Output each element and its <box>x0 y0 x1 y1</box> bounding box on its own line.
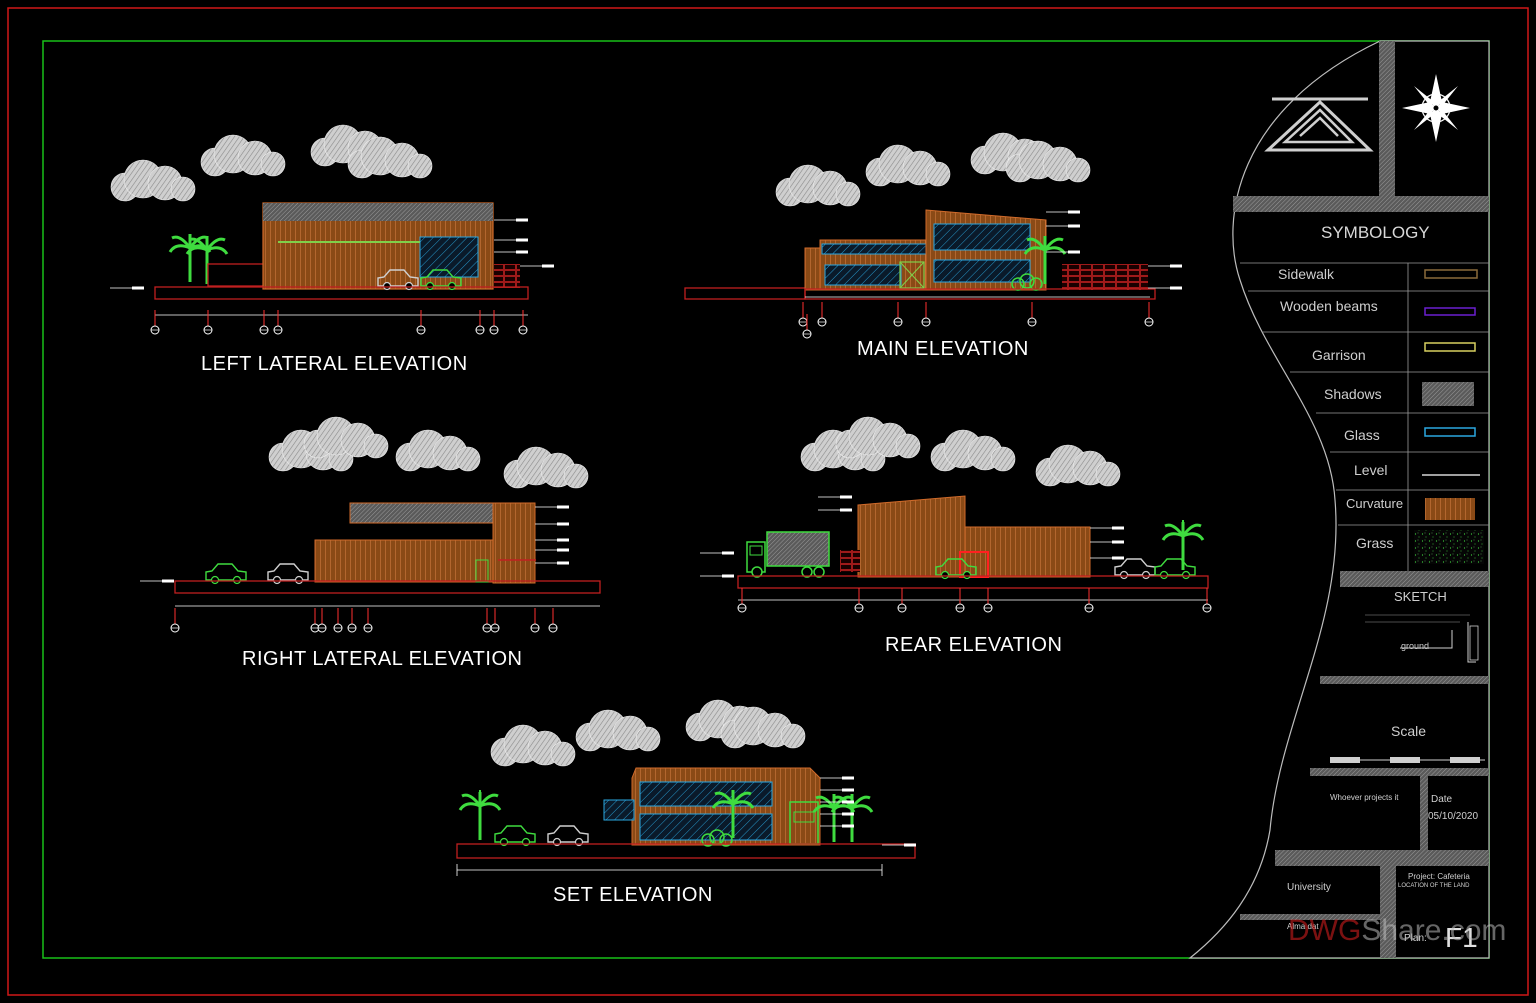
location-label: LOCATION OF THE LAND <box>1398 883 1470 889</box>
garrison-swatch <box>1424 342 1476 352</box>
symbology-label-garrison: Garrison <box>1312 347 1366 363</box>
logo-icon <box>1264 97 1374 152</box>
project-label: Project: Cafeteria <box>1408 872 1470 881</box>
date-label: Date <box>1431 794 1453 805</box>
right-lateral-elevation-title: RIGHT LATERAL ELEVATION <box>242 648 523 670</box>
watermark-part-a: DWG <box>1288 914 1362 947</box>
symbology-label-shadows: Shadows <box>1324 386 1382 402</box>
left-lateral-elevation-title: LEFT LATERAL ELEVATION <box>201 353 468 375</box>
university-label: University <box>1287 882 1331 893</box>
symbology-label-wooden-beams: Wooden beams <box>1280 298 1378 314</box>
watermark-part-b: Share.com <box>1361 914 1507 947</box>
scale-heading: Scale <box>1391 723 1427 739</box>
date-value: 05/10/2020 <box>1428 811 1479 822</box>
left-lateral-elevation-drawing <box>109 124 555 335</box>
student-label: Alma dat <box>1287 922 1319 931</box>
plan-label: Plan: <box>1404 933 1427 944</box>
rear-elevation-title: REAR ELEVATION <box>885 634 1063 656</box>
sheet-number: F1 <box>1445 922 1478 953</box>
symbology-label-level: Level <box>1354 462 1388 478</box>
sketch-ground-label: ground <box>1401 641 1430 651</box>
projects-label: Whoever projects it <box>1330 793 1399 802</box>
main-elevation-drawing <box>684 132 1183 339</box>
main-elevation-title: MAIN ELEVATION <box>857 338 1029 360</box>
curvature-swatch <box>1425 498 1475 520</box>
symbology-label-sidewalk: Sidewalk <box>1278 266 1335 282</box>
symbology-label-glass: Glass <box>1344 427 1380 443</box>
set-elevation-title: SET ELEVATION <box>553 884 713 906</box>
symbology-label-curvature: Curvature <box>1346 496 1404 511</box>
grass-swatch <box>1414 530 1484 564</box>
shadows-swatch <box>1422 382 1474 406</box>
north-arrow-icon <box>1402 74 1470 142</box>
glass-swatch <box>1424 427 1476 437</box>
set-elevation-drawing <box>456 699 917 876</box>
symbology-heading: SYMBOLOGY <box>1321 223 1430 242</box>
right-lateral-elevation-drawing <box>139 416 601 633</box>
title-block <box>1188 40 1490 959</box>
outer-frame <box>7 7 1529 996</box>
sidewalk-swatch <box>1424 269 1478 279</box>
wooden-beams-swatch <box>1424 307 1476 316</box>
rear-elevation-drawing <box>699 416 1212 613</box>
sketch-heading: SKETCH <box>1394 589 1447 604</box>
watermark: DWGShare.com <box>1288 914 1506 948</box>
symbology-label-grass: Grass <box>1356 535 1394 551</box>
